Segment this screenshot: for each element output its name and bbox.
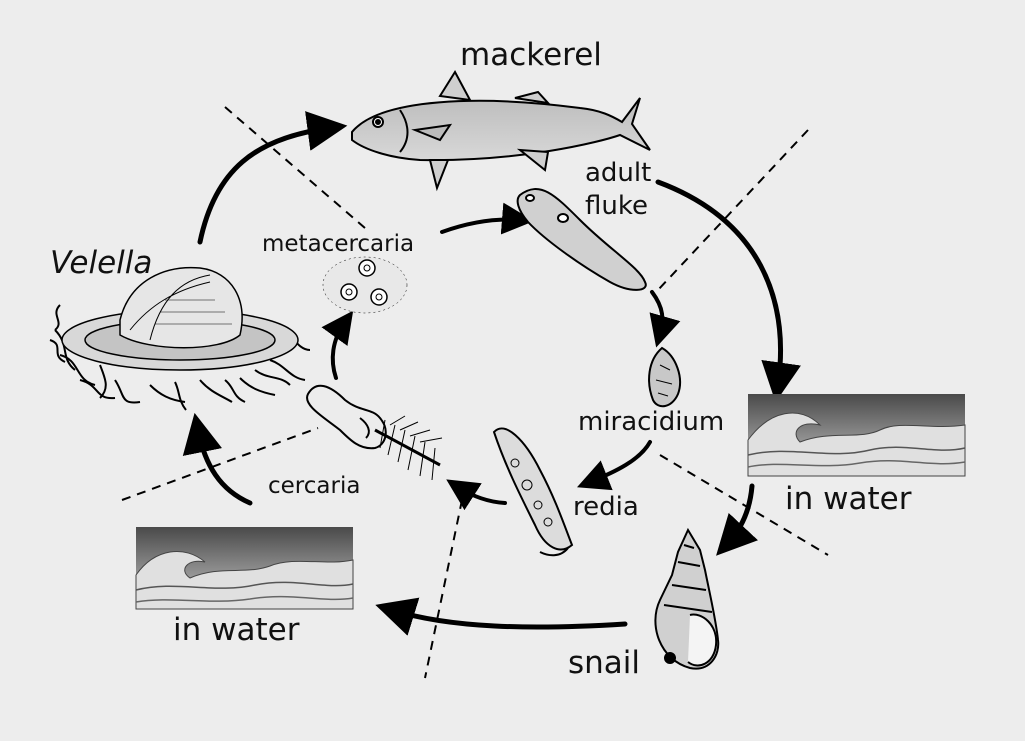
cercaria-illustration xyxy=(306,384,443,481)
label-redia: redia xyxy=(573,492,639,522)
label-adult-fluke: adult fluke xyxy=(585,157,651,222)
label-in-water-right: in water xyxy=(785,481,912,517)
division-lines xyxy=(121,106,829,679)
label-metacercaria: metacercaria xyxy=(262,231,415,257)
label-cercaria: cercaria xyxy=(268,473,361,499)
label-mackerel: mackerel xyxy=(460,37,602,73)
label-in-water-left: in water xyxy=(173,612,300,648)
water-illustration-right xyxy=(747,394,966,477)
water-illustration-left xyxy=(135,527,354,610)
redia-illustration xyxy=(492,427,574,557)
adult-fluke-illustration xyxy=(516,188,647,291)
arrow-water-to-snail xyxy=(716,483,758,556)
cycle-arrows xyxy=(182,111,801,636)
dashed-line-left xyxy=(121,427,319,501)
arrow-fluke-to-miracidium xyxy=(649,290,681,348)
arrow-snail-to-water xyxy=(375,597,628,636)
label-adult-fluke-line2: fluke xyxy=(585,190,648,221)
label-adult-fluke-line1: adult xyxy=(585,158,652,188)
arrow-miracidium-to-redia xyxy=(577,440,652,491)
arrow-redia-to-cercaria xyxy=(446,479,507,511)
label-snail: snail xyxy=(568,645,641,681)
arrow-velella-to-mackerel xyxy=(197,111,348,245)
arrow-metacercaria-to-fluke xyxy=(440,202,534,235)
miracidium-illustration xyxy=(648,346,681,408)
arrow-fluke-to-water xyxy=(655,179,801,403)
dashed-line-top-left xyxy=(224,106,366,229)
mackerel-illustration xyxy=(351,70,651,192)
arrow-cercaria-to-metacercaria xyxy=(321,310,354,380)
label-velella: Velella xyxy=(50,245,153,281)
arrow-water-to-velella xyxy=(182,412,253,506)
metacercaria-illustration xyxy=(322,256,408,314)
velella-illustration xyxy=(49,266,311,411)
snail-illustration xyxy=(654,527,720,670)
dashed-line-bottom-right xyxy=(659,454,829,556)
dashed-line-top-right xyxy=(657,129,809,291)
label-miracidium: miracidium xyxy=(578,407,725,437)
dashed-line-bottom xyxy=(424,499,463,679)
